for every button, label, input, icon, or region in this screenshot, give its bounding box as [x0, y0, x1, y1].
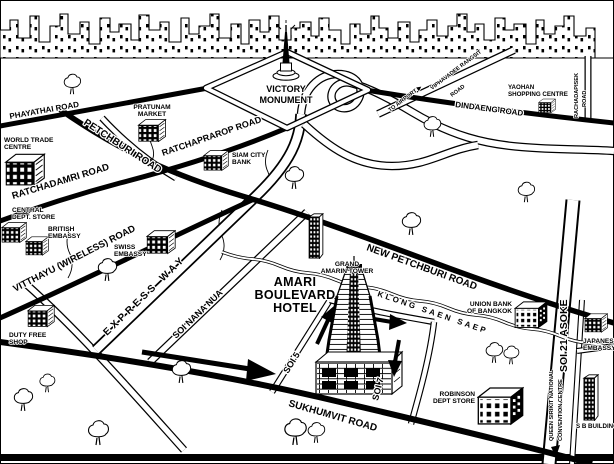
- major-roads: [0, 85, 614, 464]
- skyline-windows: [0, 14, 614, 58]
- yaohan-shopping-centre-building: [538, 98, 556, 113]
- duty-free-shop-building: [27, 304, 55, 328]
- siam-city-bank-label-line2: BANK: [232, 159, 251, 166]
- swiss-embassy-label-line2: EMBASSY: [114, 251, 147, 258]
- british-embassy-label-line1: BRITISH: [48, 226, 75, 233]
- world-trade-centre-label-line1: WORLD TRADE: [4, 137, 54, 144]
- pratunam-market-label-line2: MARKET: [138, 111, 166, 118]
- road-expressway: [91, 113, 307, 355]
- soi5-direction-arrow-icon: [315, 306, 334, 345]
- sukhumvit-direction-arrow-icon: [141, 349, 276, 381]
- central-dept-store-building: [1, 222, 27, 243]
- british-embassy-building: [25, 236, 49, 256]
- minor-roads: [23, 46, 614, 464]
- road-soi-5: [269, 298, 333, 394]
- amari-boulevard-hotel-label-line3: HOTEL: [273, 301, 317, 315]
- road-viphavadee-rangsit: [376, 46, 516, 118]
- victory-monument-label-line1: VICTORY: [266, 84, 306, 94]
- duty-free-shop-label-line2: SHOP: [9, 339, 28, 346]
- grand-amarin-tower-label-line1: GRAND: [335, 261, 359, 268]
- world-trade-centre-label-line2: CENTRE: [4, 144, 32, 151]
- road-dindaeng: [365, 87, 614, 126]
- road-vitthayu: [0, 197, 254, 321]
- sb-building-label: S B BUILDING: [576, 423, 614, 430]
- road-soi-nana-nua: [147, 209, 310, 365]
- road-expressway-interchange: [296, 69, 614, 156]
- british-embassy-label-line2: EMBASSY: [48, 233, 81, 240]
- grand-amarin-tower-label-line2: AMARIN TOWER: [321, 268, 374, 275]
- klong-saen-saep-canal: [221, 250, 614, 351]
- siam-city-bank-label-line1: SIAM CITY: [232, 152, 266, 159]
- hotel-top-direction-arrow-icon: [373, 314, 407, 330]
- victory-monument-icon: [272, 20, 300, 81]
- pratunam-market-label-line1: PRATUNAM: [133, 104, 171, 111]
- duty-free-shop-label-line1: DUTY FREE: [9, 332, 47, 339]
- convention-centre-direction-arrow-icon: [551, 445, 560, 457]
- road-phayathai: [0, 85, 209, 129]
- japanese-embassy-building: [584, 313, 608, 333]
- road-expressway-ramp: [301, 120, 479, 171]
- rachadapisek-road-label-line1: RACHADAPISEK: [574, 73, 580, 118]
- central-dept-store-label-line2: DEPT. STORE: [12, 214, 56, 221]
- japanese-embassy-label-line2: EMBASSY: [583, 345, 614, 352]
- queen-sirikit-label-line1: QUEEN SIRIKIT NATIONAL: [549, 369, 555, 441]
- victory-monument-roundabout: [202, 48, 372, 132]
- pratunam-market-building: [137, 119, 167, 142]
- road-pratunam-connector: [99, 115, 178, 182]
- amari-hotel-building: [314, 256, 404, 396]
- union-bank-building: [514, 301, 548, 328]
- robinson-dept-store-building: [477, 387, 524, 425]
- stream: [66, 227, 73, 279]
- road-sukhumvit: [0, 339, 593, 464]
- road-right-vertical: [569, 299, 585, 464]
- sb-building: [582, 374, 599, 421]
- road-ratchaprarop-ratchadamri: [0, 125, 288, 224]
- soi7-direction-arrow-icon: [388, 339, 402, 377]
- city-skyline: [0, 13, 614, 59]
- central-dept-store-label-line1: CENTRAL: [12, 207, 44, 214]
- union-bank-label-line1: UNION BANK: [470, 301, 512, 308]
- robinson-dept-store-label-line1: ROBINSON: [439, 391, 475, 398]
- bottom-border-bar: [0, 454, 614, 461]
- union-bank-label-line2: OF BANGKOK: [467, 308, 512, 315]
- world-trade-centre-building: [5, 153, 45, 186]
- siam-city-bank-building: [203, 150, 229, 171]
- amari-boulevard-hotel-label-line1: AMARI: [274, 275, 316, 289]
- yaohan-label-line1: YAOHAN: [508, 84, 535, 91]
- road-lower-left: [23, 281, 187, 453]
- road-petchburi-new-petchburi: [56, 105, 614, 326]
- yaohan-label-line2: SHOPPING CENTRE: [508, 91, 568, 98]
- road-soi-21-asoke: [541, 199, 581, 464]
- robinson-dept-store-label-line2: DEPT STORE: [433, 398, 476, 405]
- queen-sirikit-label-line2: CONVENTION CENTRE: [558, 379, 564, 441]
- route-arrows: [141, 306, 560, 457]
- victory-monument-label-line2: MONUMENT: [260, 95, 313, 105]
- grand-amarin-tower-building: [308, 213, 324, 259]
- swiss-embassy-building: [146, 230, 176, 255]
- rachadapisek-road-label-line2: ROAD: [582, 91, 588, 107]
- swiss-embassy-label-line1: SWISS: [114, 244, 136, 251]
- soi-21-asoke-label: SOI 21 ASOKE: [558, 299, 570, 372]
- road-soi-7: [407, 321, 438, 425]
- amari-boulevard-hotel-label-line2: BOULEVARD: [255, 288, 336, 302]
